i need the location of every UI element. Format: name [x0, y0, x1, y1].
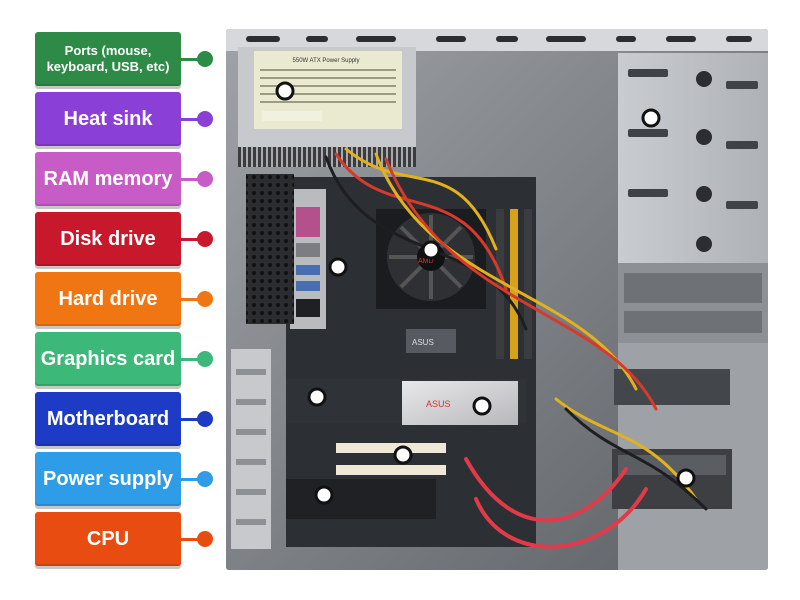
power-supply-unit: 550W ATX Power Supply — [238, 47, 416, 167]
target-dot-7[interactable] — [393, 445, 413, 465]
label-ram-memory[interactable]: RAM memory — [35, 152, 181, 206]
connector-line — [181, 58, 205, 61]
heatsink-brand-text: AMD — [418, 258, 434, 265]
connector-dot — [197, 51, 213, 67]
connector-dot — [197, 351, 213, 367]
connector-line — [181, 238, 205, 241]
computer-case-photo: 550W ATX Power Supply — [226, 29, 768, 570]
target-dot-3[interactable] — [421, 240, 441, 260]
case-top-slots — [246, 36, 752, 42]
connector-line — [181, 538, 205, 541]
label-hard-drive[interactable]: Hard drive — [35, 272, 181, 326]
label-ports[interactable]: Ports (mouse, keyboard, USB, etc) — [35, 32, 181, 86]
board-brand-text: ASUS — [412, 338, 434, 347]
graphics-card: ASUS — [286, 379, 526, 425]
label-graphics-card[interactable]: Graphics card — [35, 332, 181, 386]
target-dot-2[interactable] — [641, 108, 661, 128]
expansion-slot-covers — [231, 349, 271, 549]
gpu-brand-text: ASUS — [426, 399, 451, 409]
pci-slots — [336, 443, 446, 475]
drive-bays — [612, 53, 768, 570]
connector-dot — [197, 111, 213, 127]
target-dot-1[interactable] — [275, 81, 295, 101]
target-dot-6[interactable] — [472, 396, 492, 416]
connector-line — [181, 418, 205, 421]
connector-dot — [197, 231, 213, 247]
label-disk-drive[interactable]: Disk drive — [35, 212, 181, 266]
connector-line — [181, 358, 205, 361]
connector-dot — [197, 291, 213, 307]
label-heat-sink[interactable]: Heat sink — [35, 92, 181, 146]
psu-label-text: 550W ATX Power Supply — [293, 58, 360, 64]
connector-dot — [197, 411, 213, 427]
connector-dot — [197, 471, 213, 487]
target-dot-8[interactable] — [314, 485, 334, 505]
connector-line — [181, 118, 205, 121]
connector-dot — [197, 171, 213, 187]
connector-dot — [197, 531, 213, 547]
connector-line — [181, 298, 205, 301]
connector-line — [181, 478, 205, 481]
expansion-card — [286, 479, 436, 519]
label-power-supply[interactable]: Power supply — [35, 452, 181, 506]
label-motherboard[interactable]: Motherboard — [35, 392, 181, 446]
computer-internals-illustration: 550W ATX Power Supply — [226, 29, 768, 570]
target-dot-9[interactable] — [676, 468, 696, 488]
target-dot-4[interactable] — [328, 257, 348, 277]
connector-line — [181, 178, 205, 181]
label-cpu[interactable]: CPU — [35, 512, 181, 566]
target-dot-5[interactable] — [307, 387, 327, 407]
